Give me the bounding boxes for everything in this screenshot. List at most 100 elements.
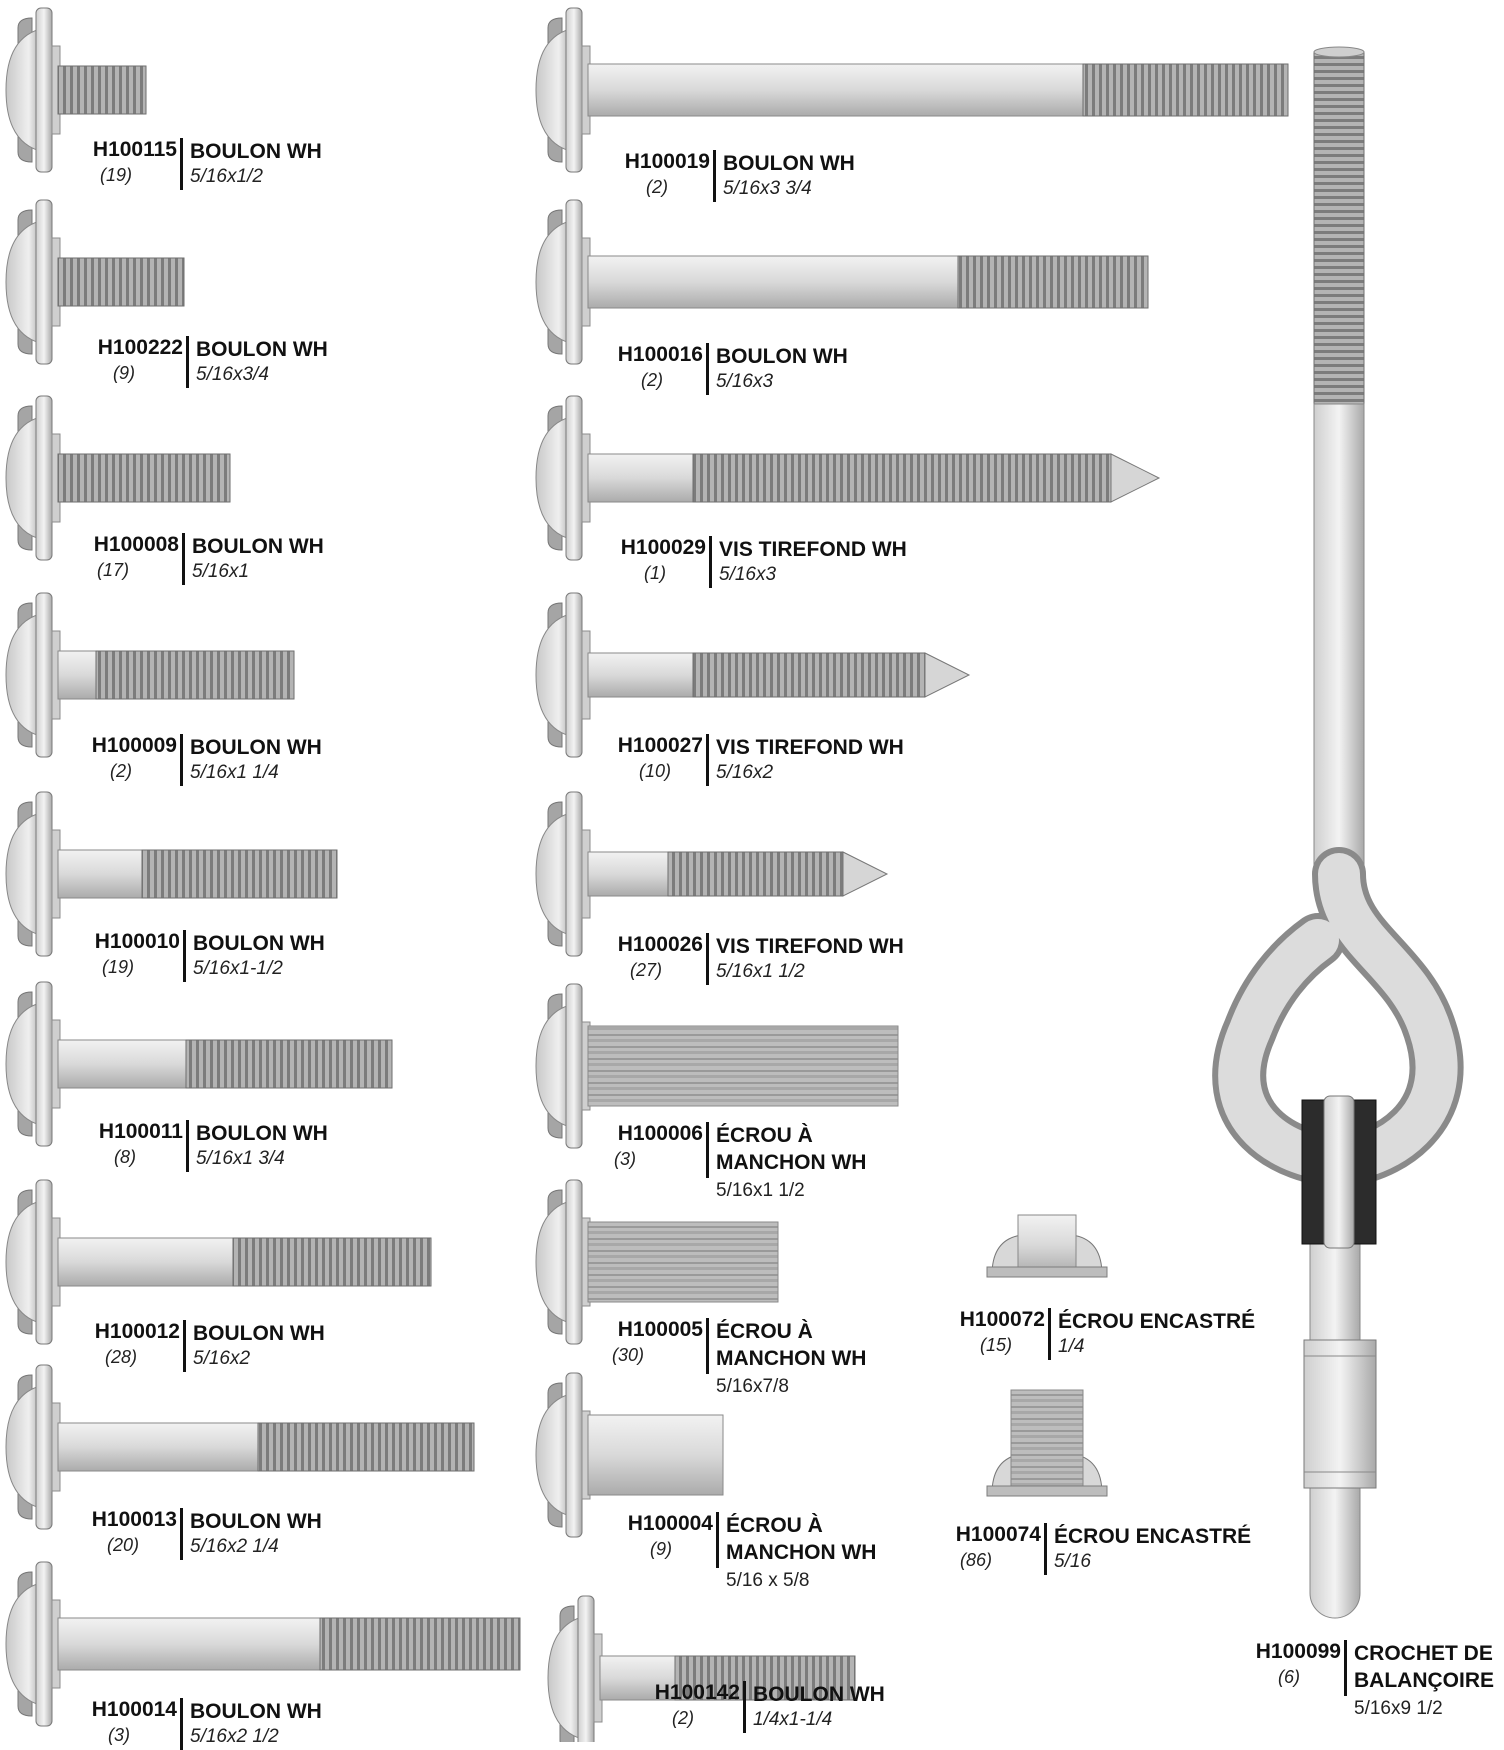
part-size: 5/16x2 [716, 762, 774, 783]
part-quantity: (86) [960, 1550, 993, 1570]
bolt-drawing [5, 1179, 432, 1345]
bolt-drawing [547, 1595, 856, 1742]
bolt-drawing [535, 199, 1149, 365]
part-code: H100099 [1255, 1640, 1341, 1663]
sleeve-nut-drawing [535, 1372, 724, 1538]
part-size: 5/16x3 [719, 564, 777, 585]
part-code: H100006 [617, 1122, 703, 1145]
part-quantity: (2) [110, 761, 132, 781]
part-quantity: (17) [97, 560, 130, 580]
part-code: H100115 [92, 138, 177, 161]
bolt-drawing [535, 395, 1161, 561]
label-divider [709, 536, 712, 588]
part-description: BOULON WH [193, 1322, 325, 1345]
bolt-drawing [5, 791, 338, 957]
part-size: 5/16x3 3/4 [723, 178, 812, 199]
part-quantity: (8) [114, 1147, 136, 1167]
part-quantity: (15) [980, 1335, 1013, 1355]
bolt-drawing [535, 791, 889, 957]
label-divider [180, 138, 183, 190]
swing-hook-drawing [1212, 46, 1464, 1619]
label-divider [706, 933, 709, 985]
bolt-drawing [5, 7, 147, 173]
part-description: BOULON WH [190, 140, 322, 163]
bolt-drawing [5, 1364, 475, 1530]
part-size: 5/16x9 1/2 [1354, 1698, 1443, 1719]
part-description-line2: MANCHON WH [726, 1541, 877, 1564]
part-quantity: (3) [614, 1149, 636, 1169]
part-description: BOULON WH [190, 1700, 322, 1723]
label-divider [186, 336, 189, 388]
part-size: 5/16x1 1/2 [716, 961, 805, 982]
label-divider [713, 150, 716, 202]
label-divider [1048, 1308, 1051, 1360]
part-description-line2: BALANÇOIRE [1354, 1669, 1494, 1692]
part-code: H100010 [94, 930, 180, 953]
part-size: 5/16x1/2 [190, 166, 263, 187]
part-code: H100009 [91, 734, 177, 757]
part-quantity: (19) [100, 165, 133, 185]
part-code: H100027 [617, 734, 703, 757]
part-description: BOULON WH [192, 535, 324, 558]
label-divider [1044, 1523, 1047, 1575]
part-description: VIS TIREFOND WH [716, 935, 904, 958]
part-code: H100013 [91, 1508, 177, 1531]
part-size: 5/16x1 [192, 561, 250, 582]
part-code: H100012 [94, 1320, 180, 1343]
part-description: VIS TIREFOND WH [716, 736, 904, 759]
part-code: H100004 [627, 1512, 713, 1535]
part-description: BOULON WH [723, 152, 855, 175]
tee-nut-drawing [986, 1214, 1108, 1278]
part-code: H100026 [617, 933, 703, 956]
bolt-drawing [535, 592, 971, 758]
part-description: BOULON WH [196, 338, 328, 361]
bolt-drawing [5, 981, 393, 1147]
label-divider [183, 930, 186, 982]
bolt-drawing [5, 592, 295, 758]
part-quantity: (28) [105, 1347, 138, 1367]
part-description: BOULON WH [190, 1510, 322, 1533]
label-divider [180, 734, 183, 786]
label-divider [706, 734, 709, 786]
part-description: ÉCROU À [716, 1124, 813, 1147]
part-size: 5/16x3/4 [196, 364, 269, 385]
part-quantity: (19) [102, 957, 135, 977]
part-code: H100029 [620, 536, 706, 559]
part-size: 5/16x7/8 [716, 1376, 789, 1397]
part-description: BOULON WH [196, 1122, 328, 1145]
part-description-line2: MANCHON WH [716, 1151, 867, 1174]
label-divider [183, 1320, 186, 1372]
part-quantity: (9) [113, 363, 135, 383]
part-code: H100019 [624, 150, 710, 173]
label-divider [180, 1698, 183, 1750]
sleeve-nut-drawing [535, 1179, 779, 1345]
part-size: 5/16x1 3/4 [196, 1148, 285, 1169]
bolt-drawing [535, 7, 1289, 173]
label-divider [1344, 1640, 1347, 1696]
part-quantity: (1) [644, 563, 666, 583]
part-size: 5/16x1 1/2 [716, 1180, 805, 1201]
part-size: 1/4 [1058, 1336, 1085, 1357]
part-code: H100072 [959, 1308, 1045, 1331]
part-size: 1/4x1-1/4 [753, 1709, 833, 1730]
part-quantity: (2) [672, 1708, 694, 1728]
part-code: H100222 [97, 336, 183, 359]
label-divider [706, 1318, 709, 1374]
part-quantity: (9) [650, 1539, 672, 1559]
part-quantity: (2) [641, 370, 663, 390]
part-size: 5/16x1 1/4 [190, 762, 279, 783]
part-quantity: (20) [107, 1535, 140, 1555]
part-quantity: (3) [108, 1725, 130, 1745]
label-divider [743, 1681, 746, 1733]
part-size: 5/16 [1054, 1551, 1091, 1572]
part-description: ÉCROU ENCASTRÉ [1058, 1310, 1256, 1333]
part-size: 5/16x2 1/4 [190, 1536, 279, 1557]
label-divider [706, 343, 709, 395]
label-divider [706, 1122, 709, 1178]
part-description: BOULON WH [716, 345, 848, 368]
part-quantity: (6) [1278, 1667, 1300, 1687]
part-description-line2: MANCHON WH [716, 1347, 867, 1370]
part-description: BOULON WH [753, 1683, 885, 1706]
